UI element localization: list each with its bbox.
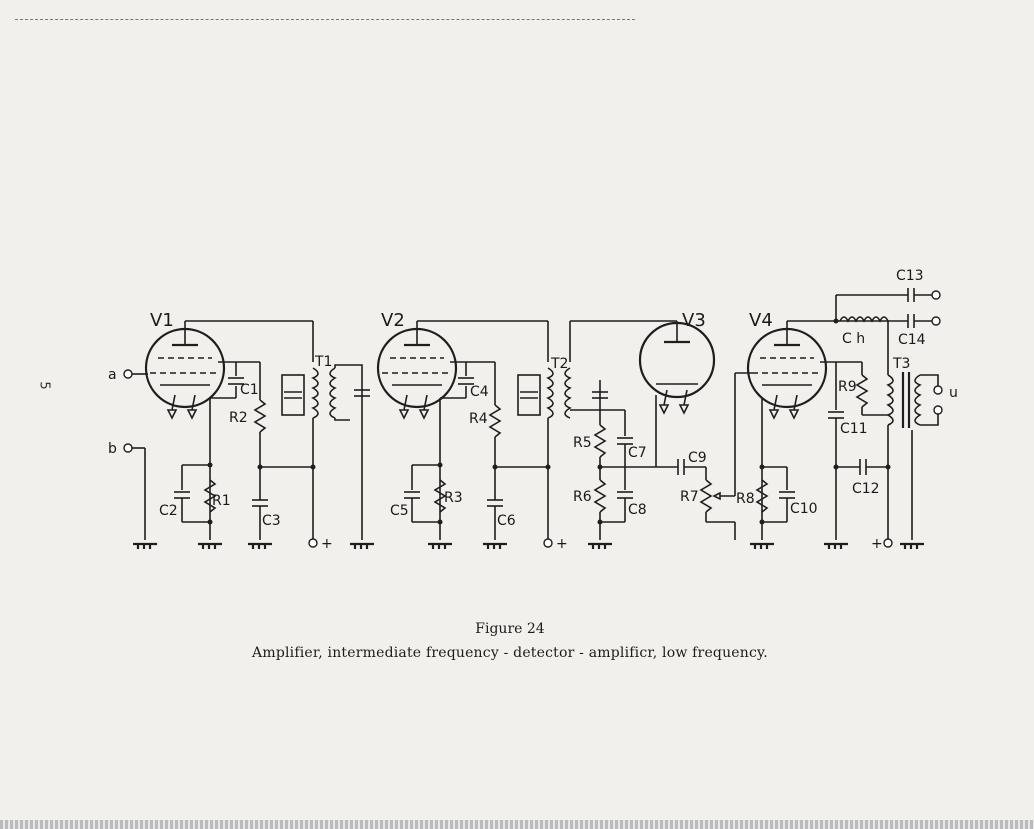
figure-title: Figure 24 (475, 621, 545, 637)
figure-caption: Amplifier, intermediate frequency - dete… (252, 645, 768, 661)
transformer-t2 (517, 367, 572, 419)
tube-v1 (144, 321, 226, 420)
scan-bottom-edge (0, 820, 1034, 829)
label-c12: C12 (852, 481, 880, 497)
supply-plus-2 (543, 538, 553, 548)
label-c2: C2 (159, 503, 178, 519)
label-v3: V3 (682, 310, 706, 331)
label-supply-plus-3: + (871, 536, 883, 552)
transformer-t3 (886, 372, 922, 428)
label-v2: V2 (381, 310, 405, 331)
label-c4: C4 (470, 384, 489, 400)
label-v1: V1 (150, 310, 174, 331)
output-c14-terminal (931, 316, 941, 326)
tube-v4 (746, 321, 828, 420)
label-choke: C h (842, 331, 865, 347)
ground-symbols (133, 542, 924, 549)
label-r7: R7 (680, 489, 699, 505)
label-c8: C8 (628, 502, 647, 518)
label-supply-plus-2: + (556, 536, 568, 552)
label-r4: R4 (469, 411, 488, 427)
label-c7: C7 (628, 445, 647, 461)
label-t1: T1 (314, 354, 332, 370)
output-u-terminal-1 (933, 385, 943, 395)
label-c3: C3 (262, 513, 281, 529)
label-t2: T2 (550, 356, 568, 372)
tube-v3 (638, 321, 716, 415)
scan-edge-line (15, 19, 635, 20)
label-input-b: b (108, 441, 117, 457)
label-t3: T3 (892, 356, 910, 372)
circuit-schematic: V1 V2 V3 V4 a b u T1 T2 T3 R1 R2 R3 R4 R… (108, 268, 958, 552)
label-c10: C10 (790, 501, 818, 517)
output-u-terminal-2 (933, 405, 943, 415)
label-c14: C14 (898, 332, 926, 348)
label-r3: R3 (444, 490, 463, 506)
input-a-terminal (123, 369, 133, 379)
label-r9: R9 (838, 379, 857, 395)
label-output-u: u (949, 385, 958, 401)
output-c13-terminal (931, 290, 941, 300)
label-r8: R8 (736, 491, 755, 507)
label-r6: R6 (573, 489, 592, 505)
junctions (207, 318, 891, 525)
input-b-terminal (123, 443, 133, 453)
tube-v2 (376, 321, 458, 420)
label-input-a: a (108, 367, 117, 383)
label-c1: C1 (240, 382, 259, 398)
label-supply-plus-1: + (321, 536, 333, 552)
label-c6: C6 (497, 513, 516, 529)
label-c11: C11 (840, 421, 868, 437)
label-c9: C9 (688, 450, 707, 466)
supply-plus-3 (883, 538, 893, 548)
label-r1: R1 (212, 493, 231, 509)
label-r5: R5 (573, 435, 592, 451)
label-r2: R2 (229, 410, 248, 426)
supply-plus-1 (308, 538, 318, 548)
label-v4: V4 (749, 310, 773, 331)
label-c5: C5 (390, 503, 409, 519)
transformer-t1 (281, 367, 337, 419)
label-c13: C13 (896, 268, 924, 284)
